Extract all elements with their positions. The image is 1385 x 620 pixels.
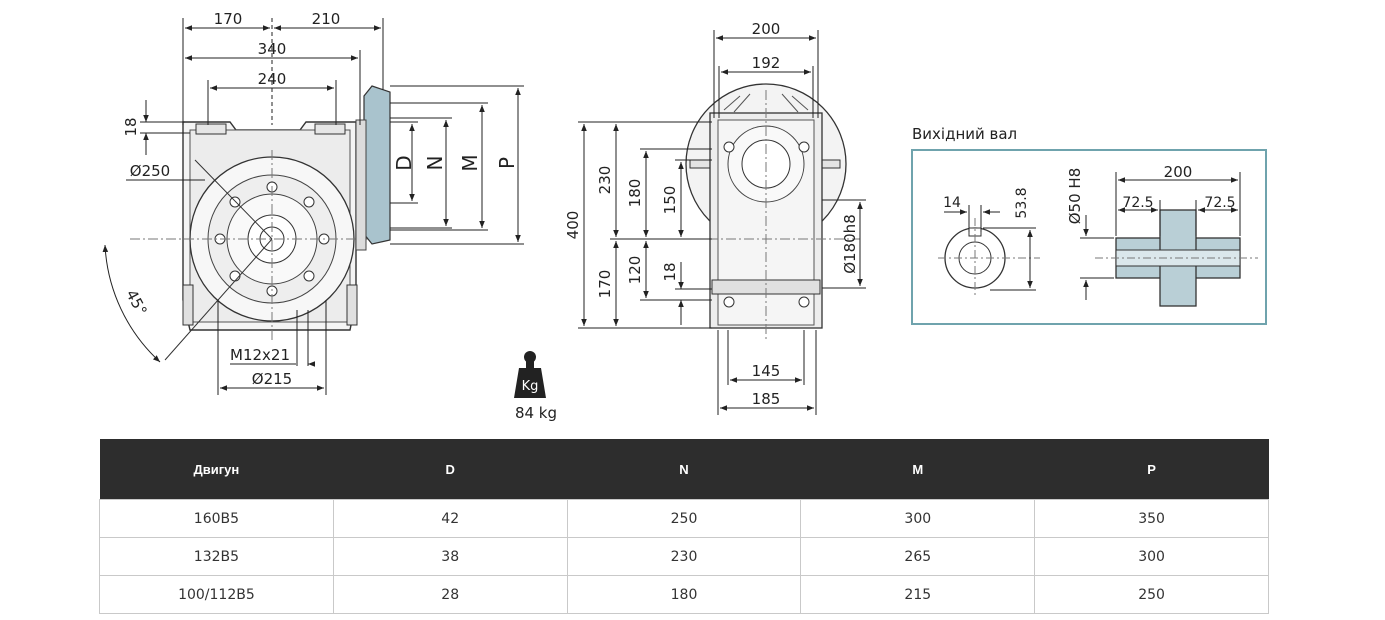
technical-drawing: 170 210 340 240 18 Ø250 45° M12x21 Ø215 … <box>102 10 1267 422</box>
dim-200-shaft: 200 <box>1164 163 1193 181</box>
dim-180: 180 <box>626 179 644 208</box>
dim-192: 192 <box>752 54 781 72</box>
dim-145: 145 <box>752 362 781 380</box>
cell-N: 250 <box>566 499 802 538</box>
side-view-dimensions <box>578 30 866 415</box>
dim-P: P <box>495 157 519 169</box>
cell-P: 250 <box>1034 575 1269 614</box>
dim-m12x21: M12x21 <box>230 346 290 364</box>
dim-M: M <box>458 154 482 171</box>
cell-N: 230 <box>566 537 802 576</box>
weight-icon: Kg <box>514 351 546 398</box>
dim-phi250: Ø250 <box>130 162 170 180</box>
dim-200: 200 <box>752 20 781 38</box>
front-view-dimensions <box>102 18 524 395</box>
header-D: D <box>333 439 568 500</box>
motor-flange <box>363 85 391 245</box>
cell-motor: 132B5 <box>99 537 334 576</box>
cell-P: 350 <box>1034 499 1269 538</box>
cell-M: 300 <box>800 499 1036 538</box>
cell-P: 300 <box>1034 537 1269 576</box>
dim-230: 230 <box>596 166 614 195</box>
dim-phi180h8: Ø180h8 <box>841 214 859 274</box>
side-view <box>685 83 860 340</box>
dim-18-side: 18 <box>661 262 679 281</box>
dim-D: D <box>392 155 416 170</box>
cell-D: 42 <box>332 499 568 538</box>
shaft-section-view <box>1095 209 1258 307</box>
dim-210: 210 <box>312 10 341 28</box>
header-N: N <box>567 439 801 500</box>
front-view-labels: 170 210 340 240 18 Ø250 45° M12x21 Ø215 … <box>122 10 519 388</box>
dim-400: 400 <box>564 211 582 240</box>
header-M: M <box>800 439 1035 500</box>
table-row: 132B5 38 230 265 300 <box>99 537 1269 576</box>
output-shaft-title: Вихідний вал <box>912 125 1017 143</box>
front-view <box>130 85 391 361</box>
dim-phi50h8: Ø50 H8 <box>1066 168 1084 224</box>
weight-value: 84 kg <box>515 404 557 422</box>
dim-72-5-right: 72.5 <box>1204 195 1235 211</box>
shaft-section-dims <box>1080 172 1241 300</box>
header-motor: Двигун <box>99 439 334 500</box>
cell-M: 265 <box>800 537 1036 576</box>
cell-N: 180 <box>566 575 802 614</box>
weight-unit: Kg <box>522 379 539 394</box>
table-row: 100/112B5 28 180 215 250 <box>99 575 1269 614</box>
dim-14: 14 <box>943 195 961 211</box>
dim-150: 150 <box>661 186 679 215</box>
cell-D: 28 <box>332 575 568 614</box>
dim-45deg: 45° <box>122 287 150 319</box>
cell-D: 38 <box>332 537 568 576</box>
dim-170: 170 <box>214 10 243 28</box>
dim-170-side: 170 <box>596 270 614 299</box>
shaft-end-view <box>938 218 1040 298</box>
dim-72-5-left: 72.5 <box>1122 195 1153 211</box>
motor-dimensions-table: Двигун D N M P 160B5 42 250 300 350 132B… <box>99 439 1269 614</box>
table-header-row: Двигун D N M P <box>99 439 1269 500</box>
cell-motor: 100/112B5 <box>99 575 334 614</box>
dim-240: 240 <box>258 70 287 88</box>
side-view-labels: 200 192 400 230 170 180 120 150 18 Ø180h… <box>564 20 859 408</box>
cell-M: 215 <box>800 575 1036 614</box>
dim-N: N <box>423 156 447 171</box>
table-row: 160B5 42 250 300 350 <box>99 499 1269 538</box>
dim-120: 120 <box>626 256 644 285</box>
dim-phi215: Ø215 <box>252 370 292 388</box>
cell-motor: 160B5 <box>99 499 334 538</box>
dim-18: 18 <box>122 117 140 136</box>
dim-185: 185 <box>752 390 781 408</box>
dim-53-8: 53.8 <box>1014 187 1030 218</box>
shaft-end-dims <box>944 205 1036 291</box>
header-P: P <box>1034 439 1269 500</box>
dim-340: 340 <box>258 40 287 58</box>
